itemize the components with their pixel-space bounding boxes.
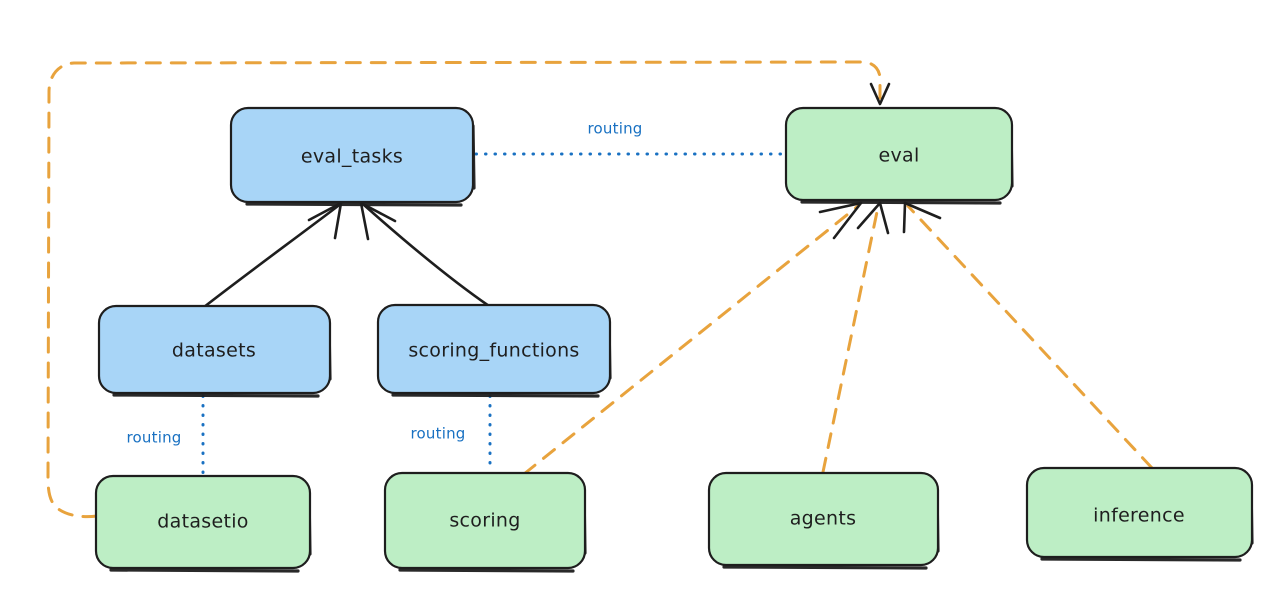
node-eval_tasks-shape (229, 106, 475, 204)
edge-scoring-to-eval (522, 201, 863, 476)
node-datasetio-label: datasetio (157, 511, 248, 533)
edge-agents-to-eval (821, 201, 890, 474)
node-scoring-label: scoring (449, 510, 520, 532)
node-eval_tasks-label: eval_tasks (301, 146, 403, 168)
node-scoring-shape (383, 471, 587, 570)
edge-datasetio-to-eval (46, 60, 891, 519)
node-eval_tasks[interactable]: eval_tasks (229, 106, 476, 207)
node-eval[interactable]: eval (784, 106, 1014, 205)
edge-scoring_functions-to-eval_tasks (359, 201, 491, 308)
node-inference-shape (1025, 466, 1254, 559)
node-inference-label: inference (1093, 505, 1185, 527)
node-scoring_functions-label: scoring_functions (408, 340, 579, 362)
node-scoring[interactable]: scoring (383, 471, 587, 573)
node-agents[interactable]: agents (707, 471, 940, 570)
node-datasetio[interactable]: datasetio (94, 474, 312, 573)
node-agents-label: agents (790, 508, 857, 530)
edge-label-routing-scoring_functions-scoring: routing (411, 425, 466, 443)
node-datasetio-shape (94, 474, 312, 570)
edge-inference-to-eval (902, 201, 1154, 470)
edge-label-routing-eval_tasks-eval: routing (588, 120, 643, 138)
node-datasets-label: datasets (172, 340, 256, 362)
node-agents-shape (707, 471, 940, 567)
node-scoring_functions-shape (376, 303, 612, 395)
node-scoring_functions[interactable]: scoring_functions (376, 303, 612, 398)
node-inference[interactable]: inference (1025, 466, 1254, 562)
edge-datasets-to-eval_tasks (202, 201, 343, 309)
edge-label-routing-datasets-datasetio: routing (127, 429, 182, 447)
node-eval-label: eval (878, 145, 919, 167)
node-datasets-shape (97, 304, 332, 395)
node-datasets[interactable]: datasets (97, 304, 332, 398)
arrowhead-datasetio-eval (869, 82, 891, 106)
node-eval-shape (784, 106, 1014, 202)
